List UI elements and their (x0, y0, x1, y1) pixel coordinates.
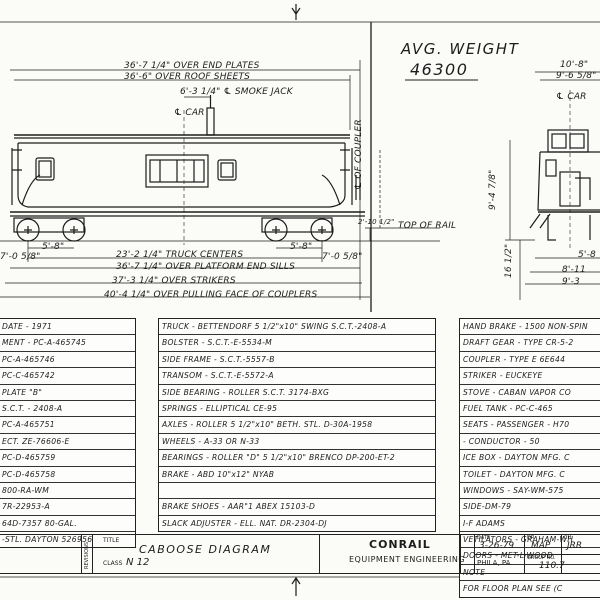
middle-spec-row: SIDE FRAME - S.C.T.-5557-B (159, 352, 435, 369)
right-spec-row: SIDE-DM-79 (460, 499, 600, 516)
title-label: TITLE (103, 537, 120, 544)
end-dim-width-top: 10'-8" (560, 60, 589, 70)
dim-smoke-jack: 6'-3 1/4" ℄ SMOKE JACK (180, 87, 293, 97)
ch-value: JRR (567, 541, 583, 551)
dim-pulling-face: 40'-4 1/4" OVER PULLING FACE OF COUPLERS (104, 290, 318, 300)
right-spec-row: STOVE - CABAN VAPOR CO (460, 385, 600, 401)
dim-truck-centers: 23'-2 1/4" TRUCK CENTERS (116, 250, 244, 260)
right-spec-row: STRIKER - EUCKEYE (460, 368, 600, 385)
right-spec-row: HAND BRAKE - 1500 NON-SPIN (460, 319, 600, 336)
group-value: 110.7 (539, 561, 565, 571)
dim-coupler-height: 2'-10 1/2" (358, 218, 395, 226)
left-spec-row: DATE - 1971 (0, 319, 135, 336)
middle-spec-row: TRANSOM - S.C.T.-E-5572-A (159, 368, 435, 385)
middle-spec-row: BEARINGS - ROLLER "D" 5 1/2"x10" BRENCO … (159, 450, 435, 467)
left-spec-row: PLATE "B" (0, 385, 135, 401)
end-car-centerline: ℄ CAR (556, 92, 587, 102)
end-dim-height-low: 16 1/2" (504, 243, 514, 278)
middle-spec-row: BRAKE SHOES - AAR"1 ABEX 15103-D (159, 499, 435, 516)
caboose-side-view (0, 95, 440, 242)
right-spec-row: FUEL TANK - PC-C-465 (460, 401, 600, 418)
company-name: CONRAIL (369, 538, 431, 551)
right-spec-row: VETILATORS - GRAHAM-WH (460, 532, 600, 549)
left-spec-row: -STL. DAYTON 526956 (2, 535, 93, 545)
avg-weight-value: 46300 (410, 60, 469, 79)
department-name: EQUIPMENT ENGINEERING (349, 555, 466, 564)
right-spec-row: I-F ADAMS (460, 516, 600, 533)
dim-end-right: 7'-0 5/8" (322, 252, 363, 262)
location: PHILA, PA. (477, 559, 513, 567)
dim-wheelbase-left: 5'-8" (42, 242, 65, 252)
left-spec-row: PC-A-465751 (0, 417, 135, 434)
right-spec-row: DRAFT GEAR - TYPE CR-5-2 (460, 335, 600, 352)
top-of-rail-label: TOP OF RAIL (398, 221, 457, 231)
ch-label: CH. (564, 535, 573, 541)
class-label: CLASS (103, 560, 123, 567)
left-spec-row: 800-RA-WM (0, 483, 135, 500)
right-spec-row: COUPLER - TYPE E 6E644 (460, 352, 600, 369)
dim-over-end-plates: 36'-7 1/4" OVER END PLATES (124, 61, 260, 71)
right-spec-row: WINDOWS - SAY-WM-575 (460, 483, 600, 500)
left-spec-row: PC-A-465746 (0, 352, 135, 369)
end-dim-height: 9'-4 7/8" (488, 169, 498, 210)
middle-spec-row: SLACK ADJUSTER - ELL. NAT. DR-2304-DJ (162, 518, 327, 528)
dim-wheelbase-right: 5'-8" (290, 242, 313, 252)
end-dim-width-second: 9'-6 5/8" (556, 71, 597, 81)
middle-spec-row: SPRINGS - ELLIPTICAL CE-95 (159, 401, 435, 418)
dim-over-strikers: 37'-3 1/4" OVER STRIKERS (112, 276, 236, 286)
right-spec-row: - CONDUCTOR - 50 (460, 434, 600, 451)
revisions-label: REVISIONS (84, 541, 90, 569)
left-spec-row: 7R-22953-A (0, 499, 135, 516)
caboose-end-view (505, 71, 600, 300)
group-label: GROUP NO. (527, 555, 556, 561)
dim-over-roof-sheets: 36'-6" OVER ROOF SHEETS (124, 72, 251, 82)
left-spec-row: S.C.T. - 2408-A (0, 401, 135, 418)
dim-end-left: 7'-0 5/8" (0, 252, 41, 262)
left-spec-row: ECT. ZE-76606-E (0, 434, 135, 451)
dr-label: DR (527, 535, 535, 541)
left-spec-row: 64D-7357 80-GAL. (0, 516, 135, 533)
middle-spec-row: BRAKE - ABD 10"x12" NYAB (159, 467, 435, 483)
end-dim-w3: 9'-3 (562, 277, 580, 287)
right-spec-row: NOTE (460, 565, 600, 582)
left-spec-row: PC-C-465742 (0, 368, 135, 385)
middle-spec-row: WHEELS - A-33 OR N-33 (159, 434, 435, 451)
right-spec-row: ICE BOX - DAYTON MFG. C (460, 450, 600, 467)
middle-spec-row: TRUCK - BETTENDORF 5 1/2"x10" SWING S.C.… (159, 319, 435, 336)
left-spec-row: PC-D-465759 (0, 450, 135, 467)
dimension-lines (0, 60, 440, 300)
avg-weight-label: AVG. WEIGHT (401, 40, 520, 58)
middle-spec-row: AXLES - ROLLER 5 1/2"x10" BETH. STL. D-3… (159, 417, 435, 434)
class-value: N 12 (126, 557, 150, 568)
dr-value: MAP (531, 541, 551, 551)
right-spec-row: TOILET - DAYTON MFG. C (460, 467, 600, 483)
dim-platform-end-sills: 36'-7 1/4" OVER PLATFORM END SILLS (116, 262, 295, 272)
right-spec-row: DOORS - MET-L-WOOD (460, 548, 600, 565)
right-spec-row: FOR FLOOR PLAN SEE (C (463, 584, 563, 594)
right-spec-row: SEATS - PASSENGER - H70 (460, 417, 600, 434)
left-spec-row: PC-D-465758 (0, 467, 135, 483)
middle-spec-row: BOLSTER - S.C.T.-E-5534-M (159, 335, 435, 352)
end-dim-w2: 8'-11 (562, 265, 586, 275)
middle-spec-table: TRUCK - BETTENDORF 5 1/2"x10" SWING S.C.… (158, 318, 436, 533)
drawing-title: CABOOSE DIAGRAM (139, 543, 272, 556)
car-centerline-label: ℄ CAR (174, 108, 205, 118)
coupler-label: ℄ OF COUPLER (354, 119, 364, 190)
title-block: REVISIONS TITLE CABOOSE DIAGRAM CLASS N … (0, 534, 600, 574)
date-label: DATE (477, 535, 491, 541)
left-spec-row: MENT - PC-A-465745 (0, 335, 135, 352)
middle-spec-row (159, 483, 435, 500)
end-dim-w1: 5'-8 (578, 250, 596, 260)
middle-spec-row: SIDE BEARING - ROLLER S.C.T. 3174-BXG (159, 385, 435, 401)
date-value: 3-26-79 (479, 541, 515, 551)
